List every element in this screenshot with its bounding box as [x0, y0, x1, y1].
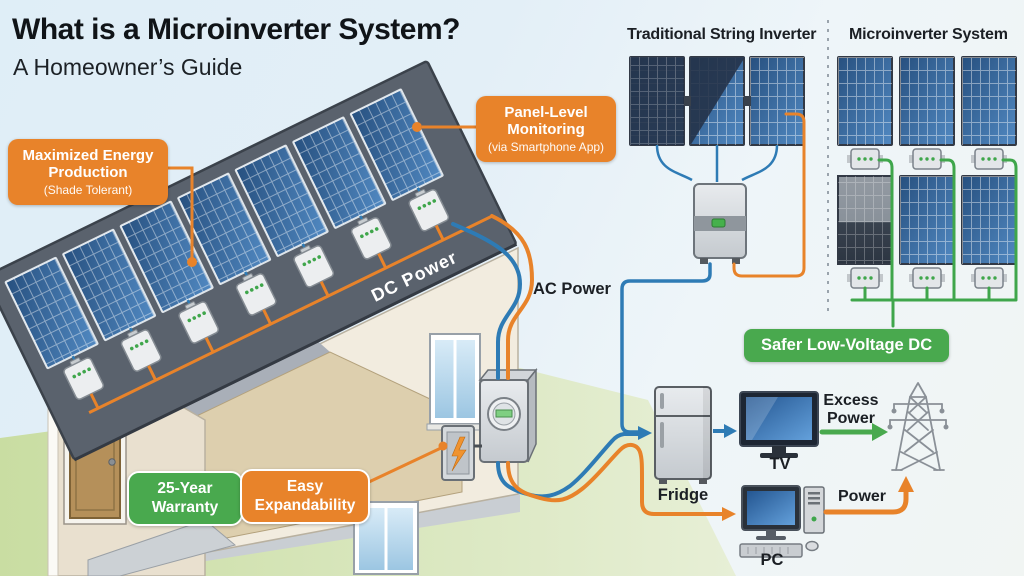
- microinverter: [846, 267, 884, 289]
- microinverter: [846, 148, 884, 170]
- trunk-cable-orange: [88, 214, 493, 415]
- arrow-to-tv: [724, 424, 737, 438]
- wire-orange-wall: [490, 214, 535, 380]
- string-inverter: [693, 183, 747, 264]
- arrow-power-to-grid: [823, 489, 909, 515]
- page-subtitle: A Homeowner’s Guide: [13, 54, 243, 80]
- callout-title: Panel-Level Monitoring: [504, 104, 588, 139]
- roof: DC Power: [0, 60, 518, 462]
- excess-power-label: Excess Power: [823, 392, 879, 427]
- solar-panel: [837, 56, 893, 146]
- callout-title: Maximized Energy Production: [22, 147, 154, 182]
- string-wire-orange-loop: [732, 112, 806, 278]
- microinverter: [970, 267, 1008, 289]
- callout-safer-dc: Safer Low-Voltage DC: [744, 329, 950, 362]
- micro-section-title: Microinverter System: [849, 26, 1008, 43]
- door-step: [87, 519, 237, 576]
- string-dc-wires: [655, 144, 779, 182]
- solar-panel: [899, 175, 955, 265]
- tv-icon: [739, 391, 819, 458]
- solar-panel: [749, 56, 805, 146]
- meter-display: [495, 409, 513, 418]
- wire-orange-to-pc: [506, 443, 724, 516]
- inverter-led: [711, 218, 726, 228]
- callout-subtitle: (Shade Tolerant): [43, 182, 133, 197]
- arrow-excess-power-head: [872, 423, 888, 441]
- ac-power-label: AC Power: [533, 280, 611, 298]
- door-knob: [108, 458, 116, 466]
- traditional-string-section: [620, 56, 806, 434]
- fridge-icon: [654, 386, 712, 484]
- string-ac-wire-blue: [620, 262, 712, 434]
- solar-panel: [899, 56, 955, 146]
- solar-panel: [961, 56, 1017, 146]
- electric-meter: [478, 367, 538, 463]
- callout-subtitle: (via Smartphone App): [487, 139, 605, 154]
- arrow-to-fridge: [638, 426, 652, 440]
- microinverter: [970, 148, 1008, 170]
- pc-icon: [739, 485, 825, 558]
- traditional-section-title: Traditional String Inverter: [627, 26, 817, 43]
- breaker-box: [441, 425, 482, 481]
- callout-expandability: Easy Expandability: [240, 469, 370, 525]
- fridge-label: Fridge: [657, 486, 709, 504]
- green-ac-trunk: [850, 158, 1018, 328]
- callout-panel-monitoring: Panel-Level Monitoring (via Smartphone A…: [476, 96, 616, 163]
- microinverter: [908, 267, 946, 289]
- solar-panel: [961, 175, 1017, 265]
- power-tower-icon: [887, 382, 949, 471]
- callout-maximized-energy: Maximized Energy Production (Shade Toler…: [8, 139, 168, 206]
- callout-warranty: 25-Year Warranty: [127, 471, 243, 527]
- lightning-icon: [451, 436, 467, 472]
- microinverter: [908, 148, 946, 170]
- arrow-power-to-grid-head: [898, 476, 914, 492]
- ac-wire-blue-wall: [451, 222, 523, 380]
- power-label: Power: [838, 488, 887, 505]
- microinverter-section: [837, 56, 1018, 328]
- arrow-to-pc: [722, 507, 736, 521]
- tv-label: TV: [769, 455, 791, 473]
- window-upper: [426, 333, 484, 431]
- page-title: What is a Microinverter System?: [12, 13, 460, 46]
- pc-label: PC: [760, 551, 784, 569]
- ac-wire-blue-to-fridge: [496, 432, 640, 499]
